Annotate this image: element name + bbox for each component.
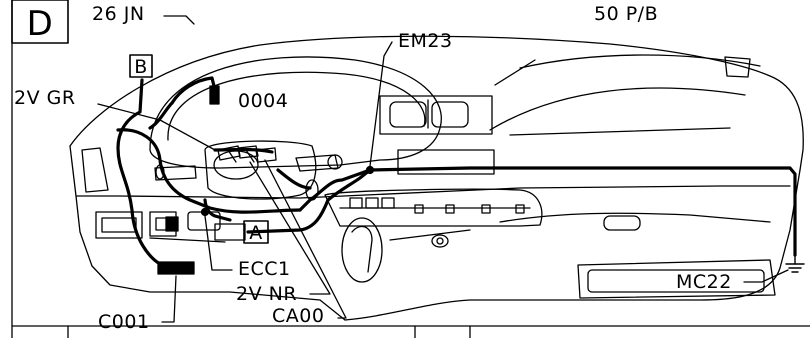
leader-c001 <box>161 275 177 323</box>
leader-26-jn <box>163 15 195 25</box>
label-em23: EM23 <box>398 30 453 52</box>
label-50-pb: 50 P/B <box>594 3 658 25</box>
leader-2v-gr <box>97 103 216 151</box>
label-26-jn: 26 JN <box>92 3 145 25</box>
splice-ecc1 <box>200 207 210 217</box>
connector-0004 <box>209 85 220 105</box>
center-vents <box>379 95 495 175</box>
callout-b-label: B <box>134 56 148 78</box>
panel-letter-box: D <box>11 0 69 44</box>
callout-a: A <box>243 220 269 244</box>
ground-icon <box>785 254 805 273</box>
callout-a-label: A <box>249 222 263 244</box>
label-2v-gr: 2V GR <box>14 87 76 109</box>
left-side-parts <box>81 147 246 243</box>
connectors <box>157 85 375 275</box>
splice-em23 <box>365 165 375 175</box>
connector-2v <box>165 216 179 232</box>
label-ecc1: ECC1 <box>238 258 291 280</box>
leader-2v-nr <box>249 161 331 295</box>
connector-c001 <box>157 261 195 275</box>
label-2v-nr: 2V NR <box>236 283 297 305</box>
center-console <box>324 188 543 283</box>
callout-b: B <box>129 54 153 78</box>
center-connector-group <box>217 145 277 163</box>
leader-em23 <box>369 41 393 167</box>
leader-mc22 <box>743 269 789 283</box>
leader-ecc1 <box>204 215 233 271</box>
label-c001: C001 <box>98 311 150 333</box>
label-mc22: MC22 <box>676 271 732 293</box>
label-0004: 0004 <box>238 90 288 112</box>
label-ca00: CA00 <box>272 305 324 327</box>
wiring-harness <box>116 76 797 266</box>
leader-ca00 <box>264 159 347 319</box>
panel-letter: D <box>27 4 54 44</box>
page-frame <box>11 0 810 338</box>
